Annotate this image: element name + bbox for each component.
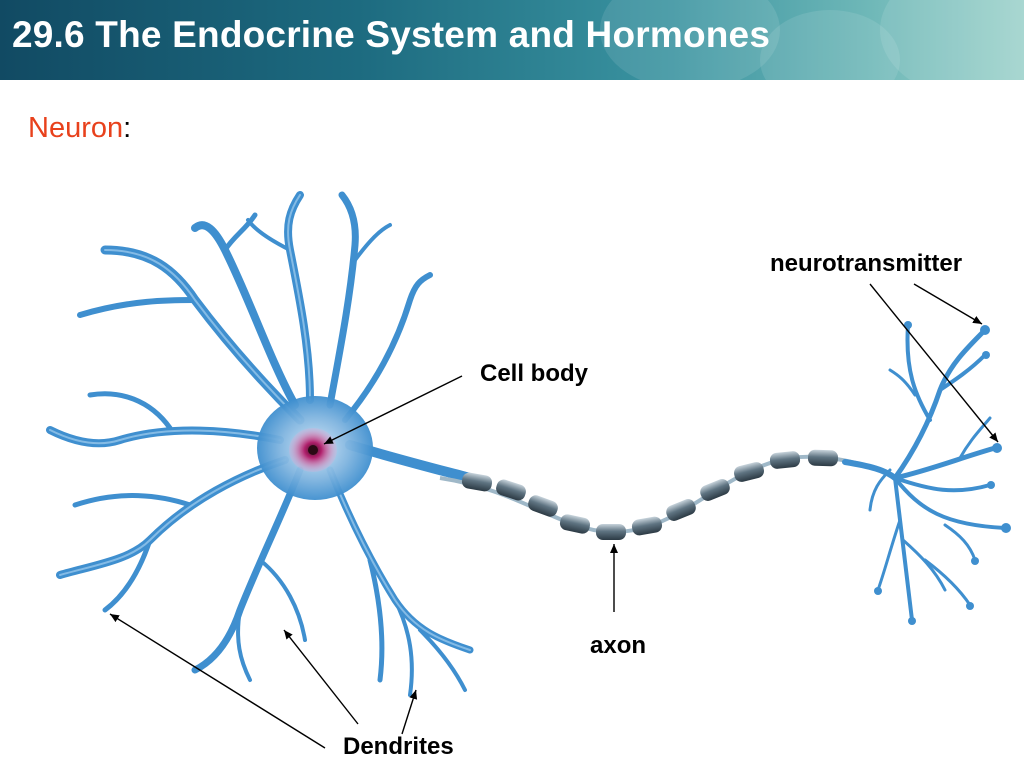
neurotransmitter-arrow-1 bbox=[913, 283, 983, 325]
header-texture bbox=[880, 0, 1024, 80]
subheading: Neuron: bbox=[28, 112, 131, 145]
dendrites-arrow-1 bbox=[109, 613, 326, 749]
label-cell-body: Cell body bbox=[480, 360, 589, 387]
myelin-sheath bbox=[461, 449, 839, 540]
axon-terminals bbox=[842, 323, 1007, 622]
terminal-bulbs bbox=[874, 321, 1011, 625]
subheading-colon: : bbox=[123, 112, 132, 144]
cell-body bbox=[257, 396, 373, 500]
nucleolus bbox=[308, 445, 318, 455]
header-texture bbox=[600, 0, 780, 80]
neurotransmitter-arrow-2 bbox=[869, 283, 999, 443]
label-axon: axon bbox=[590, 632, 647, 659]
axon bbox=[439, 449, 881, 540]
subheading-term: Neuron bbox=[28, 112, 124, 144]
slide-header: 29.6 The Endocrine System and Hormones bbox=[0, 0, 1024, 80]
slide-title: 29.6 The Endocrine System and Hormones bbox=[12, 14, 771, 55]
cell-body-arrow bbox=[323, 375, 463, 445]
dendrites-arrow-3 bbox=[401, 689, 418, 735]
callout-arrows bbox=[109, 283, 999, 749]
label-dendrites: Dendrites bbox=[343, 733, 454, 760]
dendrite-highlights bbox=[49, 194, 471, 651]
dendrites-arrow-2 bbox=[283, 629, 359, 725]
label-neurotransmitter: neurotransmitter bbox=[770, 250, 963, 277]
